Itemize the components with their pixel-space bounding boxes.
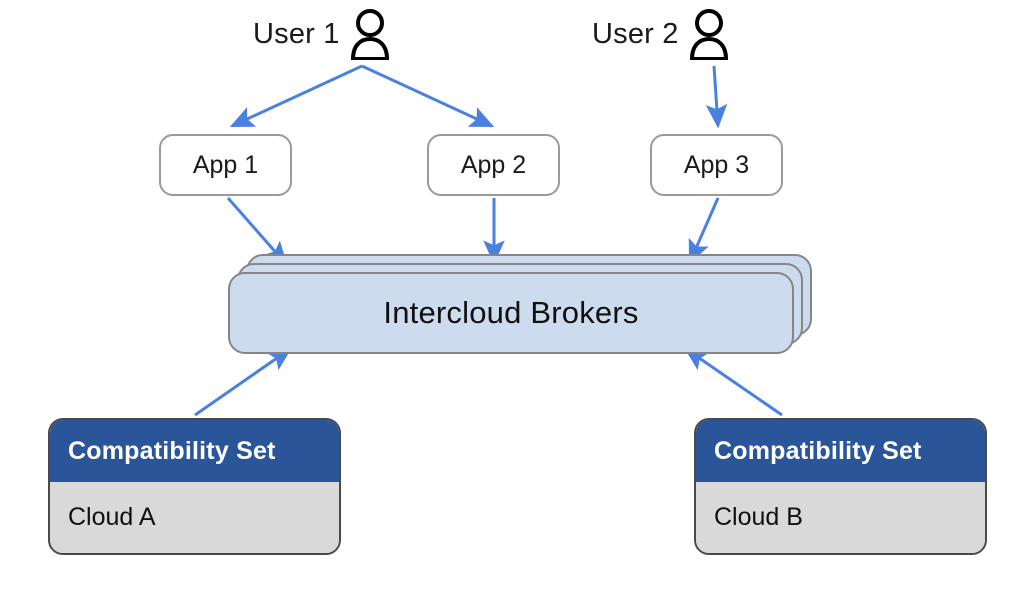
connector-clouda-broker — [194, 347, 292, 417]
user-icon — [685, 8, 733, 60]
cloud-b-body: Cloud B — [696, 482, 985, 553]
app-box-1-label: App 1 — [192, 150, 259, 179]
connector-cloudb-broker — [684, 347, 783, 417]
connector-app3-broker — [688, 197, 720, 265]
app-box-2-label: App 2 — [460, 150, 527, 179]
user-icon — [346, 8, 394, 60]
cloud-b-body-label: Cloud B — [714, 503, 803, 531]
app-box-3-label: App 3 — [683, 150, 750, 179]
actor-user-2: User 2 — [592, 8, 733, 60]
cloud-a-body: Cloud A — [50, 482, 339, 553]
cloud-a-header: Compatibility Set — [50, 420, 339, 482]
broker-stack-layer-front[interactable]: Intercloud Brokers — [228, 272, 794, 354]
cloud-a-body-label: Cloud A — [68, 503, 156, 531]
app-box-3[interactable]: App 3 — [650, 134, 783, 196]
connector-user1-app2 — [361, 64, 495, 128]
cloud-b-header: Compatibility Set — [696, 420, 985, 482]
cloud-box-a[interactable]: Compatibility Set Cloud A — [48, 418, 341, 555]
app-box-2[interactable]: App 2 — [427, 134, 560, 196]
cloud-b-header-label: Compatibility Set — [714, 436, 922, 465]
intercloud-brokers-label: Intercloud Brokers — [383, 295, 639, 330]
connector-user2-app3 — [705, 65, 728, 129]
cloud-box-b[interactable]: Compatibility Set Cloud B — [694, 418, 987, 555]
actor-user-1-label: User 1 — [253, 17, 340, 50]
intercloud-brokers-stack[interactable]: Intercloud Brokers — [228, 254, 812, 354]
cloud-a-header-label: Compatibility Set — [68, 436, 276, 465]
actor-user-1: User 1 — [253, 8, 394, 60]
connector-user1-app1 — [229, 64, 363, 128]
app-box-1[interactable]: App 1 — [159, 134, 292, 196]
actor-user-2-label: User 2 — [592, 17, 679, 50]
